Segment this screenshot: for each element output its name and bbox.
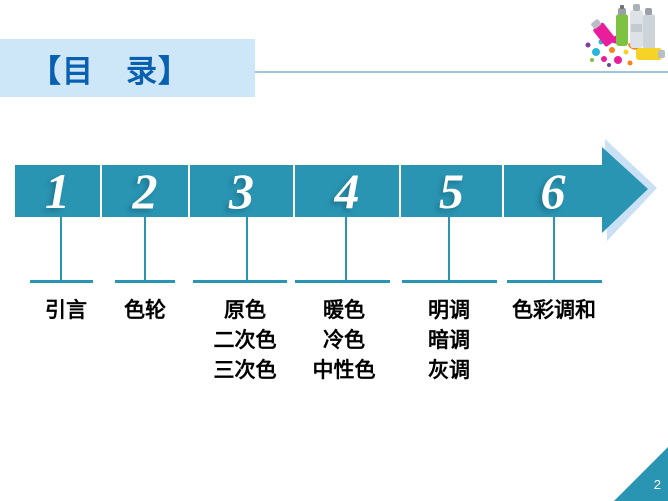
toc-label: 色彩调和 (512, 299, 596, 322)
connector-line-1 (60, 217, 62, 282)
connector-bar-3 (193, 280, 287, 283)
toc-label: 暗调 (428, 329, 470, 352)
paint-splash-graphic (585, 4, 665, 67)
title-box: 【目 录】 (0, 39, 255, 97)
connector-line-6 (553, 217, 555, 282)
toc-segment-4: 4 (295, 165, 399, 217)
connector-line-4 (345, 217, 347, 282)
toc-labels-3: 原色 二次色 三次色 (214, 296, 277, 386)
toc-number-5: 5 (439, 163, 464, 219)
page-corner-triangle (614, 447, 668, 501)
spray-can-yellow (636, 48, 665, 60)
toc-number-2: 2 (132, 163, 158, 219)
toc-labels-4: 暖色 冷色 中性色 (313, 296, 376, 386)
toc-label: 明调 (428, 299, 470, 322)
connector-line-5 (448, 217, 450, 282)
toc-label: 色轮 (124, 299, 166, 322)
spray-can-magenta (591, 19, 616, 47)
toc-labels-2: 色轮 (124, 296, 166, 326)
toc-number-3: 3 (229, 163, 254, 219)
connector-bar-6 (507, 280, 602, 283)
toc-label: 原色 (224, 299, 266, 322)
connector-bar-4 (295, 280, 390, 283)
page-title: 【目 录】 (30, 53, 190, 89)
page-number: 2 (653, 477, 661, 492)
toc-labels-5: 明调 暗调 灰调 (428, 296, 470, 386)
connector-line-3 (246, 217, 248, 282)
toc-number-6: 6 (540, 163, 566, 219)
toc-label: 暖色 (323, 299, 365, 322)
toc-label: 中性色 (312, 359, 376, 382)
toc-segment-3: 3 (190, 165, 293, 217)
toc-label: 引言 (45, 299, 87, 322)
spray-can-white-1 (630, 4, 643, 48)
toc-segment-5: 5 (401, 165, 502, 217)
toc-labels-6: 色彩调和 (512, 296, 596, 326)
connector-bar-1 (30, 280, 93, 283)
toc-number-1: 1 (45, 163, 70, 219)
toc-label: 三次色 (213, 359, 277, 382)
spray-can-white-2 (643, 8, 655, 50)
toc-banner: 1 2 3 4 5 6 (15, 165, 602, 217)
toc-label: 二次色 (213, 329, 277, 352)
connector-bar-5 (402, 280, 497, 283)
toc-segment-2: 2 (102, 165, 188, 217)
spray-can-green (616, 5, 628, 46)
toc-number-4: 4 (334, 163, 360, 219)
connector-bar-2 (115, 280, 175, 283)
title-underline (255, 71, 668, 73)
toc-segment-6: 6 (504, 165, 602, 217)
toc-label: 冷色 (323, 329, 365, 352)
toc-label: 灰调 (428, 359, 470, 382)
connector-line-2 (144, 217, 146, 282)
toc-segment-1: 1 (15, 165, 100, 217)
toc-labels-1: 引言 (45, 296, 87, 326)
arrow-right-icon (602, 139, 657, 241)
